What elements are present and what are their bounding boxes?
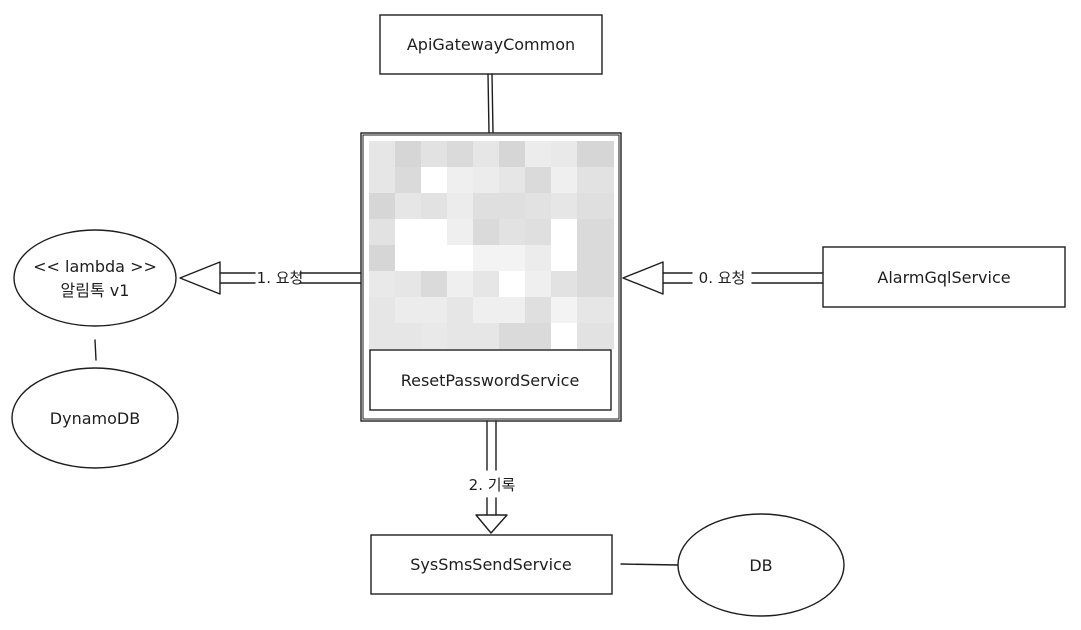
request-1-arrow: 1. 요청 bbox=[179, 261, 362, 295]
redacted-pixel bbox=[551, 193, 577, 219]
redacted-pixel bbox=[395, 167, 421, 193]
redacted-pixel bbox=[473, 245, 499, 271]
redacted-pixel bbox=[421, 323, 447, 349]
redacted-pixel bbox=[577, 271, 614, 297]
redacted-pixel bbox=[473, 297, 499, 323]
redacted-pixel bbox=[577, 141, 614, 167]
redacted-pixel bbox=[577, 297, 614, 323]
redacted-pixel bbox=[551, 323, 577, 349]
redacted-pixel bbox=[447, 323, 473, 349]
redacted-pixel bbox=[369, 219, 395, 245]
alarm-gql-service-node[interactable]: AlarmGqlService bbox=[822, 246, 1066, 308]
redacted-pixel bbox=[369, 193, 395, 219]
redacted-pixel bbox=[421, 167, 447, 193]
redacted-pixel bbox=[499, 193, 525, 219]
lambda-alimtalk-node[interactable]: << lambda >> 알림톡 v1 bbox=[13, 229, 177, 327]
redacted-pixel bbox=[525, 193, 551, 219]
sys-sms-send-service-label: SysSmsSendService bbox=[410, 555, 571, 574]
redacted-pixel bbox=[499, 245, 525, 271]
redacted-pixel bbox=[369, 297, 395, 323]
redacted-pixel bbox=[447, 297, 473, 323]
redacted-pixel bbox=[551, 297, 577, 323]
redacted-pixel bbox=[525, 219, 551, 245]
redacted-pixel bbox=[395, 297, 421, 323]
redacted-pixel bbox=[525, 245, 551, 271]
redacted-pixel bbox=[577, 167, 614, 193]
redacted-pixel bbox=[421, 219, 447, 245]
redacted-pixel bbox=[525, 167, 551, 193]
redacted-pixel bbox=[577, 323, 614, 349]
sys-sms-send-service-node[interactable]: SysSmsSendService bbox=[370, 534, 613, 595]
redacted-pixel bbox=[551, 141, 577, 167]
redacted-pixel bbox=[369, 323, 395, 349]
redacted-pixel bbox=[473, 167, 499, 193]
redacted-pixel bbox=[369, 141, 395, 167]
redacted-pixel bbox=[525, 297, 551, 323]
alarm-gql-service-label: AlarmGqlService bbox=[877, 268, 1010, 287]
request-1-label: 1. 요청 bbox=[257, 269, 304, 287]
redacted-pixel bbox=[473, 271, 499, 297]
redacted-pixel bbox=[551, 245, 577, 271]
request-0-label: 0. 요청 bbox=[699, 269, 746, 287]
sms-db-connector bbox=[620, 563, 679, 566]
redacted-pixel bbox=[369, 167, 395, 193]
redacted-pixel bbox=[473, 219, 499, 245]
redacted-pixel bbox=[499, 271, 525, 297]
redacted-pixel bbox=[551, 271, 577, 297]
redacted-pixel bbox=[421, 193, 447, 219]
redacted-pixel bbox=[577, 219, 614, 245]
redacted-pixel bbox=[525, 271, 551, 297]
lambda-stereotype-label: << lambda >> bbox=[33, 257, 157, 276]
db-node[interactable]: DB bbox=[677, 513, 845, 617]
redacted-pixel bbox=[369, 271, 395, 297]
redacted-pixel bbox=[499, 167, 525, 193]
redacted-pixel bbox=[421, 271, 447, 297]
redacted-pixel bbox=[473, 323, 499, 349]
redacted-pixel bbox=[447, 193, 473, 219]
redacted-pixel bbox=[551, 167, 577, 193]
record-2-arrow: 2. 기록 bbox=[469, 420, 516, 534]
api-gateway-common-node[interactable]: ApiGatewayCommon bbox=[379, 14, 603, 75]
redacted-pixel bbox=[395, 323, 421, 349]
redacted-pixel bbox=[395, 245, 421, 271]
reset-password-service-label: ResetPasswordService bbox=[401, 371, 580, 390]
dynamodb-label: DynamoDB bbox=[50, 409, 140, 428]
redacted-pixel bbox=[421, 245, 447, 271]
db-label: DB bbox=[749, 556, 772, 575]
record-2-label: 2. 기록 bbox=[469, 476, 516, 494]
redacted-pixel bbox=[369, 245, 395, 271]
redacted-pixel bbox=[395, 219, 421, 245]
redacted-pixel bbox=[499, 323, 525, 349]
redacted-pixel bbox=[525, 323, 551, 349]
lambda-name-label: 알림톡 v1 bbox=[61, 281, 130, 300]
redacted-pixel bbox=[499, 219, 525, 245]
redacted-pixel bbox=[551, 219, 577, 245]
dynamodb-node[interactable]: DynamoDB bbox=[11, 367, 179, 469]
redacted-pixel bbox=[395, 271, 421, 297]
redacted-pixel bbox=[447, 271, 473, 297]
redacted-blurred-area bbox=[369, 141, 614, 349]
request-0-arrow: 0. 요청 bbox=[622, 261, 824, 295]
api-gateway-common-label: ApiGatewayCommon bbox=[407, 35, 575, 54]
lambda-dynamodb-connector bbox=[94, 339, 97, 361]
redacted-pixel bbox=[473, 141, 499, 167]
redacted-pixel bbox=[421, 297, 447, 323]
redacted-pixel bbox=[447, 245, 473, 271]
redacted-pixel bbox=[421, 141, 447, 167]
redacted-pixel bbox=[447, 141, 473, 167]
redacted-pixel bbox=[577, 245, 614, 271]
api-gateway-connector bbox=[487, 73, 494, 134]
redacted-pixel bbox=[447, 219, 473, 245]
redacted-pixel bbox=[499, 297, 525, 323]
redacted-pixel bbox=[395, 193, 421, 219]
redacted-pixel bbox=[473, 193, 499, 219]
redacted-pixel bbox=[447, 167, 473, 193]
reset-password-service-node[interactable]: ResetPasswordService bbox=[369, 349, 612, 411]
redacted-pixel bbox=[577, 193, 614, 219]
redacted-pixel bbox=[525, 141, 551, 167]
redacted-pixel bbox=[499, 141, 525, 167]
redacted-pixel bbox=[395, 141, 421, 167]
